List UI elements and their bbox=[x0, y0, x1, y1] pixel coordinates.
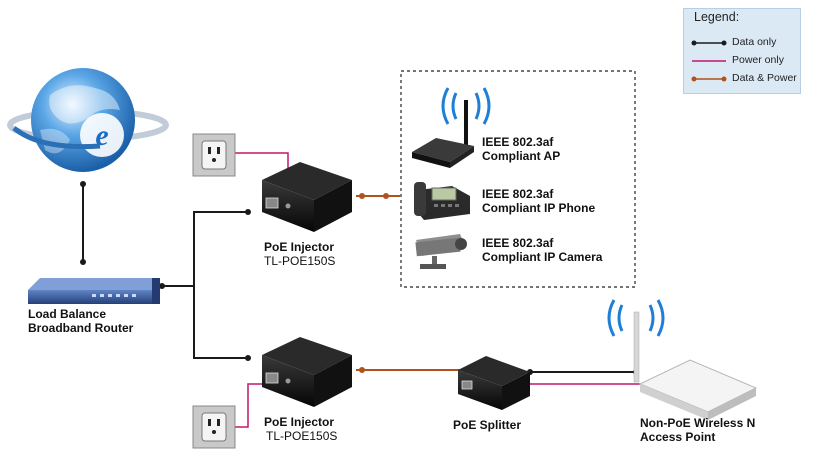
poe-device-camera-label: IEEE 802.3af Compliant IP Camera bbox=[482, 236, 603, 264]
legend-swatch-power-only bbox=[692, 60, 726, 62]
connections bbox=[80, 152, 640, 428]
power-outlet-icon bbox=[192, 405, 236, 449]
legend-label-data-only: Data only bbox=[732, 36, 777, 48]
legend-item-data-power: Data & Power bbox=[690, 72, 802, 86]
line-outlet-bottom-power bbox=[235, 383, 264, 428]
internet-globe-icon: e bbox=[7, 68, 169, 172]
legend-title: Legend: bbox=[694, 10, 740, 24]
power-outlet-icon bbox=[192, 133, 236, 177]
poe-injector-icon bbox=[262, 337, 352, 407]
legend: Legend: Data only Power only Data & Powe… bbox=[683, 8, 801, 94]
legend-swatch-data-only bbox=[691, 40, 727, 46]
router-label: Load Balance Broadband Router bbox=[28, 307, 134, 335]
legend-label-data-power: Data & Power bbox=[732, 72, 797, 84]
poe-splitter-icon bbox=[458, 356, 530, 410]
poe-device-ap-label: IEEE 802.3af Compliant AP bbox=[482, 135, 561, 163]
legend-swatch-data-power bbox=[691, 76, 727, 82]
legend-item-power-only: Power only bbox=[690, 54, 802, 68]
poe-device-phone-label: IEEE 802.3af Compliant IP Phone bbox=[482, 187, 596, 215]
legend-item-data-only: Data only bbox=[690, 36, 802, 50]
line-bus bbox=[193, 211, 248, 359]
splitter-label: PoE Splitter bbox=[453, 418, 522, 432]
poe-devices-group bbox=[400, 70, 636, 288]
line-outlet-top-power bbox=[235, 152, 289, 168]
router-icon bbox=[28, 278, 160, 304]
ap-nonpoe-label: Non-PoE Wireless N Access Point bbox=[640, 416, 756, 444]
injector-top-label: PoE Injector TL-POE150S bbox=[264, 240, 336, 268]
wireless-access-point-icon bbox=[607, 299, 758, 420]
wireless-ap-icon bbox=[412, 87, 491, 168]
ip-camera-icon bbox=[415, 234, 467, 269]
injector-bottom-label: PoE Injector TL-POE150S bbox=[264, 415, 338, 443]
ip-phone-icon bbox=[414, 182, 470, 220]
legend-label-power-only: Power only bbox=[732, 54, 784, 66]
poe-injector-icon bbox=[262, 162, 352, 232]
